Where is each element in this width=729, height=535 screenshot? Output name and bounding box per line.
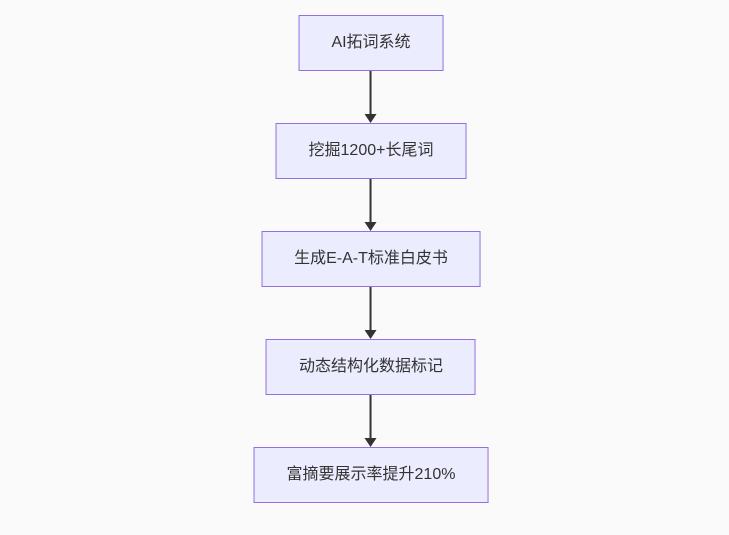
- flow-node-5-label: 富摘要展示率提升210%: [286, 466, 456, 484]
- arrow-head: [365, 438, 377, 447]
- flow-node-2-label: 挖掘1200+长尾词: [308, 142, 434, 160]
- flow-node-3-label: 生成E-A-T标准白皮书: [294, 250, 448, 268]
- arrow-line: [370, 71, 372, 114]
- arrow-head: [365, 114, 377, 123]
- flow-node-3: 生成E-A-T标准白皮书: [261, 231, 481, 287]
- arrow-head: [365, 222, 377, 231]
- flow-node-4: 动态结构化数据标记: [265, 339, 476, 395]
- arrow-head: [365, 330, 377, 339]
- arrow-line: [370, 179, 372, 222]
- arrow-down-icon: [365, 287, 377, 339]
- flow-node-1: AI拓词系统: [298, 15, 444, 71]
- arrow-down-icon: [365, 71, 377, 123]
- arrow-line: [370, 287, 372, 330]
- flow-column: AI拓词系统 挖掘1200+长尾词 生成E-A-T标准白皮书 动态结构化数据标记: [253, 15, 489, 503]
- flow-node-1-label: AI拓词系统: [331, 34, 411, 52]
- flow-node-2: 挖掘1200+长尾词: [275, 123, 467, 179]
- flow-node-4-label: 动态结构化数据标记: [298, 358, 443, 376]
- arrow-line: [370, 395, 372, 438]
- arrow-down-icon: [365, 395, 377, 447]
- arrow-down-icon: [365, 179, 377, 231]
- flow-node-5: 富摘要展示率提升210%: [253, 447, 489, 503]
